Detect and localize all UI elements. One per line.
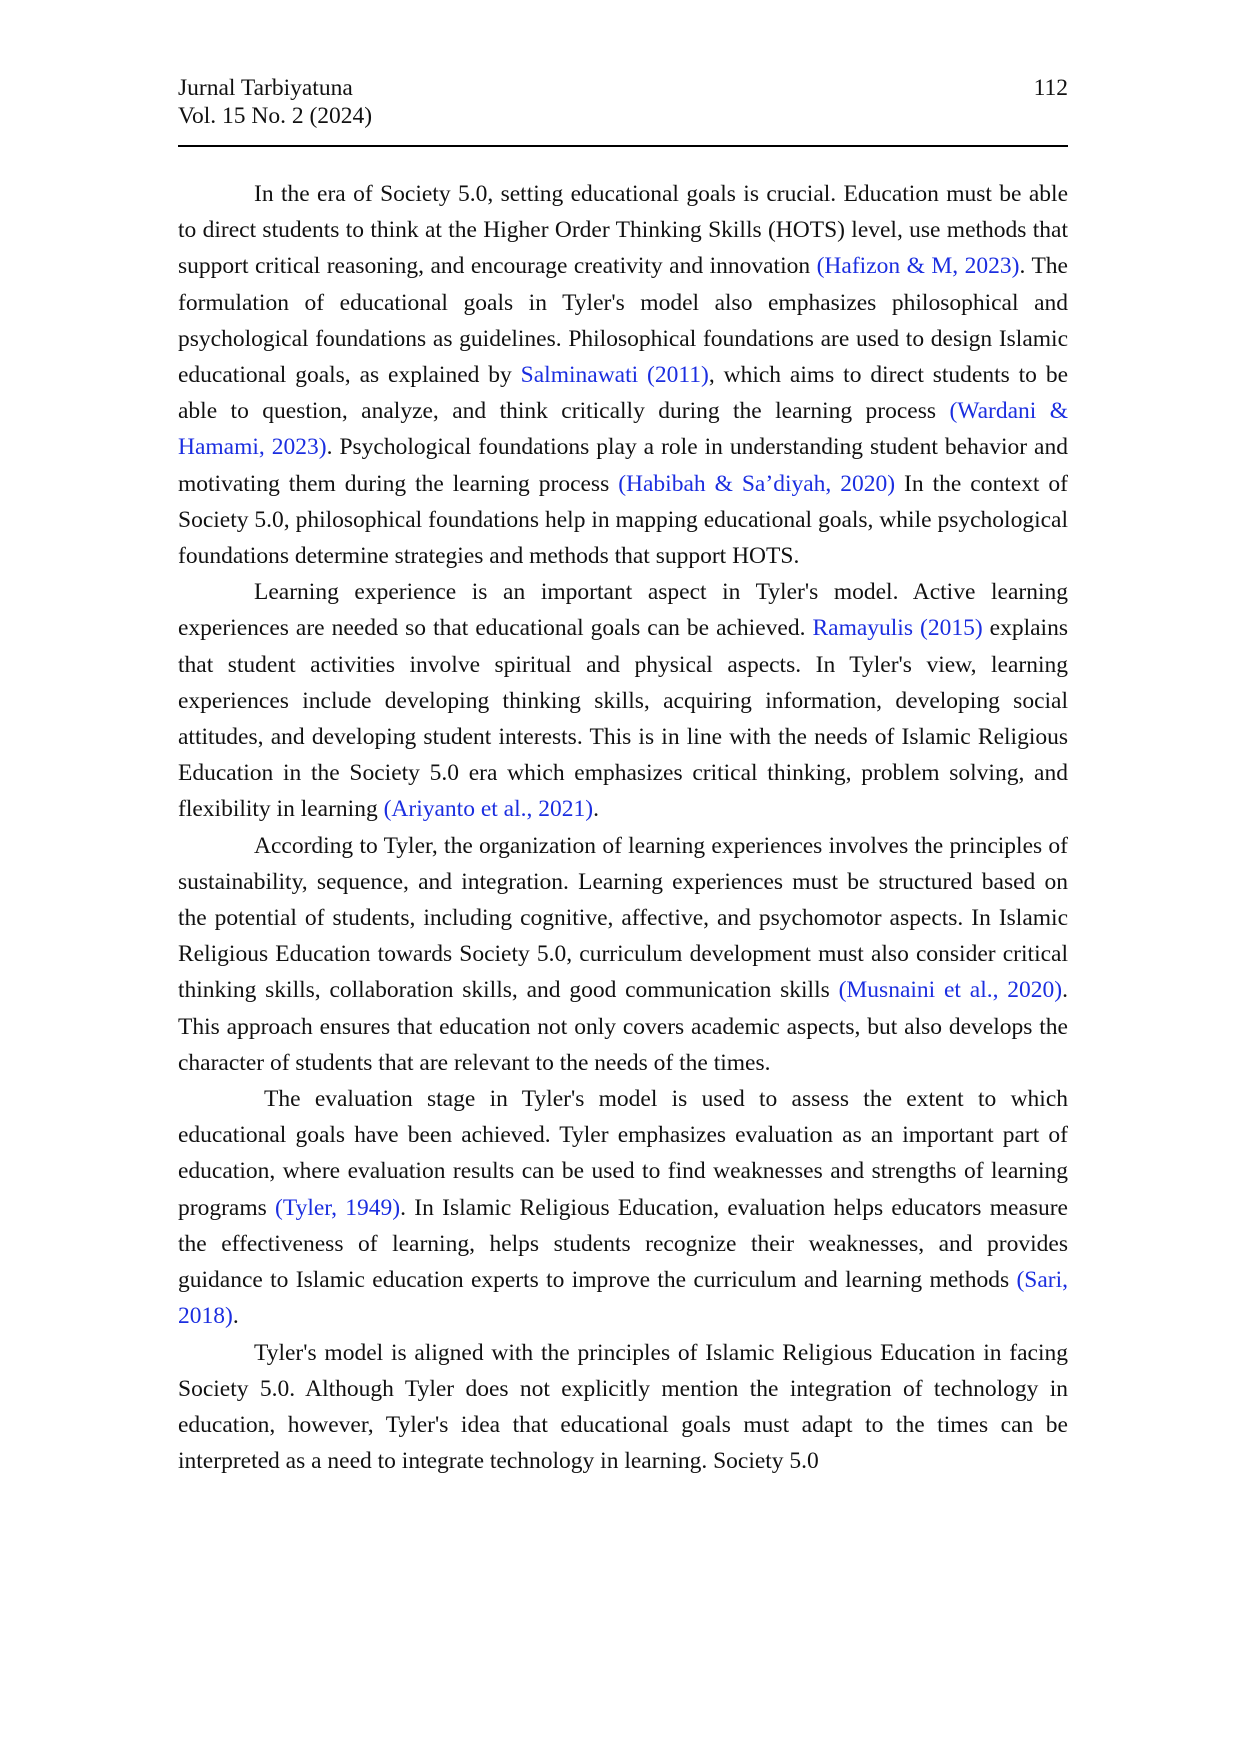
paragraph-text: The evaluation stage in Tyler's model is…	[178, 1086, 1068, 1221]
paragraph-learning-experience: Learning experience is an important aspe…	[178, 574, 1068, 827]
paragraph-text: In the era of Society 5.0, setting educa…	[178, 181, 1068, 280]
citation-link[interactable]: (Ariyanto et al., 2021)	[383, 796, 594, 823]
paragraph-text: . This approach ensures that education n…	[178, 977, 1068, 1076]
journal-info: Jurnal Tarbiyatuna Vol. 15 No. 2 (2024)	[178, 74, 372, 130]
citation-link[interactable]: (Habibah & Sa’diyah, 2020)	[618, 470, 896, 497]
citation-link[interactable]: Salminawati (2011)	[520, 362, 709, 389]
citation-link[interactable]: (Wardani & Hamami, 2023)	[178, 398, 1068, 461]
paragraph-goals: In the era of Society 5.0, setting educa…	[178, 176, 1068, 574]
paragraph-text: Tyler's model is aligned with the princi…	[178, 1339, 1068, 1475]
paragraph-text: .	[232, 1303, 239, 1330]
citation-link[interactable]: (Musnaini et al., 2020)	[838, 977, 1063, 1004]
journal-title: Jurnal Tarbiyatuna	[178, 75, 353, 101]
paragraph-text: Learning experience is an important aspe…	[178, 579, 1068, 642]
paragraph-organization: According to Tyler, the organization of …	[178, 828, 1068, 1081]
paragraph-text: . The formulation of educational goals i…	[178, 253, 1068, 389]
citation-link[interactable]: Ramayulis (2015)	[812, 615, 983, 642]
paragraph-alignment: Tyler's model is aligned with the princi…	[178, 1335, 1068, 1480]
citation-link[interactable]: (Sari, 2018)	[178, 1267, 1068, 1330]
paragraph-text: explains that student activities involve…	[178, 615, 1068, 823]
paragraph-text: According to Tyler, the organization of …	[178, 832, 1068, 1004]
paragraph-text: . In Islamic Religious Education, evalua…	[178, 1194, 1068, 1294]
paragraph-text: In the context of Society 5.0, philosoph…	[178, 470, 1069, 570]
citation-link[interactable]: (Tyler, 1949)	[275, 1194, 401, 1221]
paragraph-text: , which aims to direct students to be ab…	[178, 362, 1069, 425]
running-header: Jurnal Tarbiyatuna Vol. 15 No. 2 (2024) …	[178, 74, 1068, 130]
paragraph-text: . Psychological foundations play a role …	[178, 434, 1068, 497]
journal-volume: Vol. 15 No. 2 (2024)	[178, 103, 373, 129]
citation-link[interactable]: (Hafizon & M, 2023)	[816, 253, 1020, 280]
paragraph-evaluation: The evaluation stage in Tyler's model is…	[178, 1081, 1068, 1334]
article-body: In the era of Society 5.0, setting educa…	[178, 176, 1068, 1479]
paragraph-text: .	[593, 796, 599, 823]
header-rule	[178, 145, 1068, 147]
page-number: 112	[1033, 75, 1068, 101]
